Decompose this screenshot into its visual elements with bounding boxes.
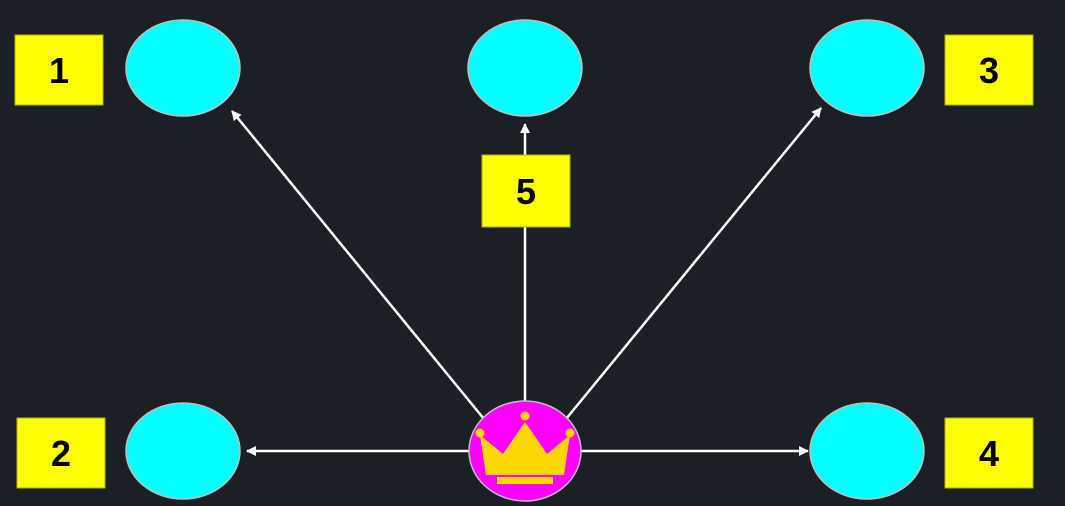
label-5: 5: [481, 154, 571, 228]
label-text-3: 3: [979, 50, 999, 91]
label-3: 3: [944, 34, 1034, 106]
edges: [231, 107, 822, 456]
label-text-1: 1: [49, 50, 69, 91]
center-node[interactable]: [468, 400, 582, 502]
nodes: [125, 19, 925, 500]
label-box-3: [944, 34, 1034, 106]
label-box-4: [944, 417, 1034, 489]
label-4: 4: [944, 417, 1034, 489]
label-box-1: [14, 34, 104, 106]
edge-to-top-right: [565, 107, 822, 420]
label-text-5: 5: [516, 171, 536, 212]
label-text-2: 2: [51, 433, 71, 474]
label-1: 1: [14, 34, 104, 106]
node-bottom-right[interactable]: [809, 402, 925, 500]
node-bottom-left[interactable]: [125, 402, 241, 500]
crown-icon: [475, 411, 575, 484]
label-text-4: 4: [979, 433, 999, 474]
node-top-middle[interactable]: [467, 19, 583, 117]
label-box-5: [481, 154, 571, 228]
node-top-left[interactable]: [125, 19, 241, 117]
label-box-2: [16, 417, 106, 489]
label-2: 2: [16, 417, 106, 489]
edge-to-top-left: [231, 110, 485, 420]
node-top-right[interactable]: [809, 19, 925, 117]
